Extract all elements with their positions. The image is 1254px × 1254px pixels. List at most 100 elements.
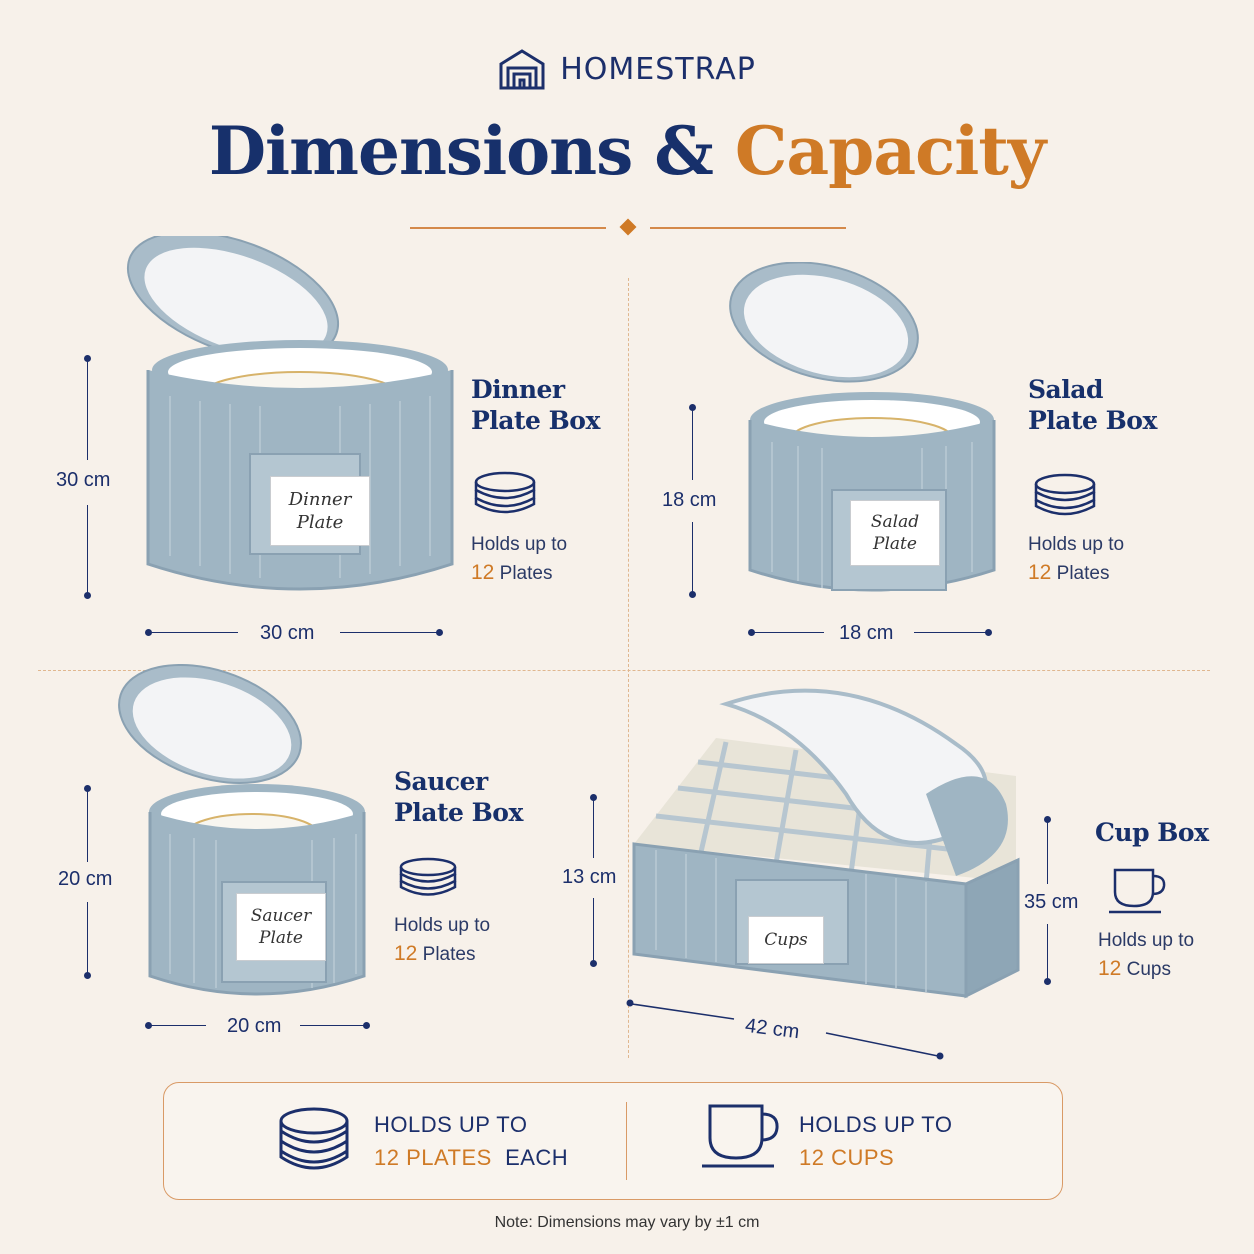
plate-stack-icon bbox=[279, 1107, 349, 1170]
salad-width-line-left bbox=[752, 632, 824, 633]
dim-dot bbox=[985, 629, 992, 636]
saucer-box-title: Saucer Plate Box bbox=[394, 766, 523, 828]
salad-width-line-right bbox=[914, 632, 988, 633]
title-ornament-left bbox=[410, 227, 606, 229]
dim-dot bbox=[84, 592, 91, 599]
cup-box-title: Cup Box bbox=[1095, 818, 1209, 847]
saucer-card-line1: Saucer bbox=[250, 906, 312, 926]
page-title: Dimensions & Capacity bbox=[0, 112, 1254, 190]
dim-dot bbox=[84, 355, 91, 362]
saucer-card-line2: Plate bbox=[259, 928, 303, 948]
dim-dot bbox=[145, 1022, 152, 1029]
saucer-width-label: 20 cm bbox=[227, 1015, 282, 1037]
salad-card-line1: Salad bbox=[870, 512, 920, 532]
dinner-holds-text: Holds up to 12 Plates bbox=[471, 531, 567, 588]
title-ornament-right bbox=[650, 227, 846, 229]
cup-icon bbox=[1109, 868, 1166, 914]
salad-width-label: 18 cm bbox=[839, 622, 894, 644]
brand-name: HOMESTRAP bbox=[560, 51, 756, 87]
cup-width-dimension bbox=[626, 999, 944, 1060]
dim-dot bbox=[1044, 978, 1051, 985]
cup-card-line1: Cups bbox=[764, 930, 808, 950]
cup-height-front-label: 13 cm bbox=[562, 866, 617, 888]
saucer-height-label: 20 cm bbox=[58, 868, 113, 890]
plate-stack-icon bbox=[399, 857, 457, 896]
house-grid-logo-icon bbox=[499, 49, 545, 90]
saucer-holds-text: Holds up to 12 Plates bbox=[394, 912, 490, 969]
salad-height-label: 18 cm bbox=[662, 489, 717, 511]
plate-stack-icon bbox=[474, 471, 536, 514]
title-part-2: Capacity bbox=[734, 112, 1046, 190]
summary-divider bbox=[626, 1102, 627, 1180]
dinner-width-label: 30 cm bbox=[260, 622, 315, 644]
dim-dot bbox=[1044, 816, 1051, 823]
dinner-holds-unit: Plates bbox=[499, 563, 553, 584]
dinner-holds-prefix: Holds up to bbox=[471, 534, 568, 555]
cup-depth-label: 35 cm bbox=[1024, 891, 1079, 913]
dinner-title-line2: Plate Box bbox=[471, 406, 600, 435]
dinner-width-line-left bbox=[150, 632, 238, 633]
title-ornament-diamond bbox=[619, 218, 637, 236]
dim-dot bbox=[363, 1022, 370, 1029]
summary-cups-line1: HOLDS UP TO bbox=[799, 1112, 953, 1137]
salad-height-line-bottom bbox=[692, 522, 693, 594]
cup-holds-number: 12 bbox=[1098, 957, 1122, 980]
dimensions-note: Note: Dimensions may vary by ±1 cm bbox=[494, 1214, 760, 1231]
salad-holds-unit: Plates bbox=[1056, 563, 1110, 584]
cup-depth-line-top bbox=[1047, 820, 1048, 884]
dinner-holds-number: 12 bbox=[471, 561, 495, 584]
dim-dot bbox=[145, 629, 152, 636]
salad-holds-number: 12 bbox=[1028, 561, 1052, 584]
dim-dot bbox=[590, 794, 597, 801]
title-part-1: Dimensions & bbox=[208, 112, 714, 190]
cup-holds-unit: Cups bbox=[1126, 959, 1171, 980]
summary-plates-suffix: EACH bbox=[505, 1145, 569, 1170]
salad-holds-text: Holds up to 12 Plates bbox=[1028, 531, 1124, 588]
saucer-plate-label-card: Saucer Plate bbox=[236, 893, 326, 961]
saucer-height-line-top bbox=[87, 790, 88, 862]
dim-dot bbox=[84, 972, 91, 979]
dim-dot bbox=[689, 591, 696, 598]
dinner-card-line2: Plate bbox=[296, 512, 344, 533]
dim-dot bbox=[748, 629, 755, 636]
dim-dot bbox=[436, 629, 443, 636]
cup-label-card: Cups bbox=[748, 916, 824, 964]
dim-dot bbox=[84, 785, 91, 792]
salad-title-line1: Salad bbox=[1028, 375, 1103, 404]
saucer-width-line-left bbox=[150, 1025, 206, 1026]
saucer-holds-prefix: Holds up to bbox=[394, 915, 491, 936]
cup-depth-line-bottom bbox=[1047, 924, 1048, 980]
dinner-plate-box-image bbox=[126, 236, 454, 591]
dinner-height-line-bottom bbox=[87, 505, 88, 595]
grid-divider-vertical bbox=[628, 278, 629, 1058]
dinner-height-line-top bbox=[87, 360, 88, 460]
dinner-title-line1: Dinner bbox=[471, 375, 565, 404]
cup-icon bbox=[702, 1104, 779, 1168]
cup-holds-prefix: Holds up to bbox=[1098, 930, 1195, 951]
salad-card-line2: Plate bbox=[873, 534, 917, 554]
salad-plate-label-card: Salad Plate bbox=[850, 500, 940, 566]
cup-holds-text: Holds up to 12 Cups bbox=[1098, 927, 1194, 984]
summary-plates-text: HOLDS UP TO 12 PLATES EACH bbox=[374, 1108, 568, 1174]
plate-stack-icon bbox=[1034, 473, 1096, 516]
summary-cups-highlight: 12 CUPS bbox=[799, 1145, 895, 1170]
saucer-holds-unit: Plates bbox=[422, 944, 476, 965]
saucer-title-line1: Saucer bbox=[394, 767, 488, 796]
cup-height-line-top bbox=[593, 798, 594, 858]
saucer-holds-number: 12 bbox=[394, 942, 418, 965]
salad-height-line-top bbox=[692, 408, 693, 480]
saucer-title-line2: Plate Box bbox=[394, 798, 523, 827]
cup-height-line-bottom bbox=[593, 898, 594, 962]
salad-box-title: Salad Plate Box bbox=[1028, 374, 1157, 436]
dinner-height-label: 30 cm bbox=[56, 469, 111, 491]
salad-holds-prefix: Holds up to bbox=[1028, 534, 1125, 555]
summary-plates-highlight: 12 PLATES bbox=[374, 1145, 492, 1170]
summary-cups-text: HOLDS UP TO 12 CUPS bbox=[799, 1108, 952, 1174]
dinner-width-line-right bbox=[340, 632, 438, 633]
dinner-box-title: Dinner Plate Box bbox=[471, 374, 600, 436]
saucer-width-line-right bbox=[300, 1025, 366, 1026]
salad-title-line2: Plate Box bbox=[1028, 406, 1157, 435]
dinner-card-line1: Dinner bbox=[288, 489, 352, 510]
grid-divider-horizontal bbox=[38, 670, 1210, 671]
brand-header: HOMESTRAP bbox=[0, 48, 1254, 90]
